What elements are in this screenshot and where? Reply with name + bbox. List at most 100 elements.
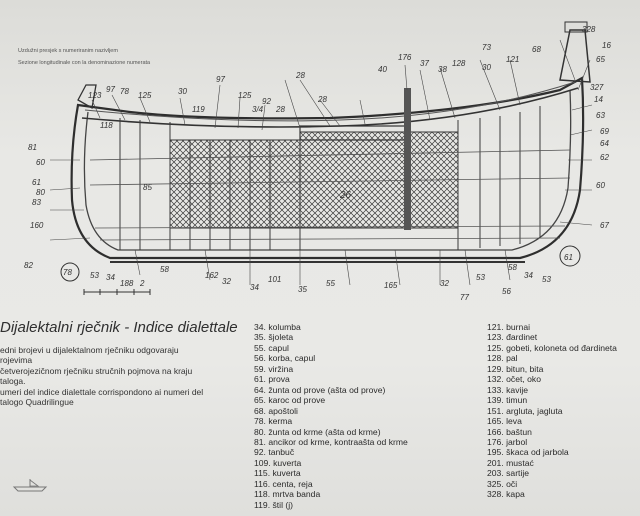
legend-entry: 68. apoštoli <box>254 405 298 416</box>
legend-entry: 115. kuverta <box>254 468 301 479</box>
label-left-61: 61 <box>32 178 41 187</box>
legend-entry: 328. kapa <box>487 489 525 500</box>
intro-line: rojevima <box>0 355 33 366</box>
hull-inner-line <box>83 89 572 251</box>
intro-line: talogo Quadrilingue <box>0 397 74 408</box>
legend-entry: 80. žunta od krme (ašta od krme) <box>254 426 381 437</box>
label-bottom-56: 56 <box>502 287 511 296</box>
deck-line <box>81 87 579 128</box>
label-right-69: 69 <box>600 127 609 136</box>
label-top-78: 78 <box>120 87 129 96</box>
legend-column-middle: 34. kolumba 35. šjoleta 55. capul 56. ko… <box>254 322 408 510</box>
legend-entry: 64. žunta od prove (ašta od prove) <box>254 384 386 395</box>
label-top-40: 40 <box>378 65 387 74</box>
label-left-83: 83 <box>32 198 41 207</box>
bow-post <box>559 29 591 83</box>
drawing-caption-italian: Sezione longitudinale con la denominazio… <box>18 60 151 66</box>
legend-entry: 34. kolumba <box>254 322 301 332</box>
legend-intro: edni brojevi u dijalektalnom rječniku od… <box>0 345 220 407</box>
label-top-97b: 97 <box>216 75 225 84</box>
intro-line: četverojezičnom rječniku stručnih pojmov… <box>0 365 193 376</box>
legend-entry: 325. oči <box>487 478 518 489</box>
legend-entry: 128. pal <box>487 353 518 364</box>
mast <box>404 88 411 230</box>
legend-entry: 121. burnai <box>487 322 531 332</box>
label-right-14: 14 <box>594 95 603 104</box>
label-bottom-34c: 34 <box>524 271 533 280</box>
intro-line: edni brojevi u dijalektalnom rječniku od… <box>0 345 179 355</box>
label-bottom-53b: 53 <box>476 273 485 282</box>
label-top-68: 68 <box>532 45 541 54</box>
gunwale-line <box>84 81 576 122</box>
legend-entry: 139. timun <box>487 395 528 406</box>
label-inner-26: 26 <box>339 190 352 201</box>
scale-bar <box>83 289 151 295</box>
legend-entry: 123. đardinet <box>487 332 538 343</box>
circled-label-stern <box>60 262 80 282</box>
horizontal-stringers <box>89 149 571 241</box>
net-area-center <box>299 131 411 229</box>
legend-entry: 59. viržina <box>254 363 294 374</box>
label-top-328: 328 <box>582 25 596 34</box>
legend-entry: 176. jarbol <box>487 436 528 447</box>
legend-entry: 81. ancikor od krme, kontraašta od krme <box>254 436 408 447</box>
label-right-62: 62 <box>600 153 609 162</box>
stern-post <box>77 84 97 110</box>
label-top-121: 121 <box>506 55 519 64</box>
label-bottom-55: 55 <box>326 279 335 288</box>
label-bottom-77: 77 <box>460 293 469 302</box>
legend-entry: 116. centa, reja <box>254 478 313 489</box>
legend-entry: 92. tanbuč <box>254 447 295 458</box>
legend-entry: 118. mrtva banda <box>254 489 321 500</box>
label-top-34: 3/4 <box>252 105 264 114</box>
label-right-65: 65 <box>596 55 605 64</box>
legend-entry: 165. leva <box>487 416 522 427</box>
label-top-28c: 28 <box>317 95 327 104</box>
legend-entry: 56. korba, capul <box>254 353 316 364</box>
legend-entry: 203. sartije <box>487 468 530 479</box>
legend-entry: 61. prova <box>254 374 290 385</box>
intro-line: umeri del indice dialettale corrispondon… <box>0 386 204 397</box>
label-left-80: 80 <box>36 188 45 197</box>
label-bottom-32a: 32 <box>222 277 231 286</box>
label-left-160: 160 <box>30 221 44 230</box>
label-top-30a: 30 <box>178 87 187 96</box>
legend-entry: 129. bitun, bita <box>487 363 544 374</box>
label-bottom-32b: 32 <box>440 279 449 288</box>
label-bottom-188: 188 <box>120 279 134 288</box>
label-right-327: 327 <box>590 83 604 92</box>
label-top-28b: 28 <box>295 71 305 80</box>
label-left-82: 82 <box>24 261 33 270</box>
legend-entry: 125. gobeti, koloneta od đardineta <box>487 342 617 353</box>
label-left-60: 60 <box>36 158 45 167</box>
legend-entry: 133. kavije <box>487 384 529 395</box>
label-top-125a: 125 <box>138 91 152 100</box>
label-bottom-2: 2 <box>139 279 145 288</box>
label-top-16: 16 <box>602 41 611 50</box>
legend-entry: 119. štil (j) <box>254 499 293 510</box>
label-bottom-101: 101 <box>268 275 281 284</box>
legend-entry: 195. škaca od jarbola <box>487 447 569 458</box>
label-right-63: 63 <box>596 111 605 120</box>
legend-entry: 78. kerma <box>254 416 293 427</box>
label-bottom-34b: 34 <box>250 283 259 292</box>
boat-logo-icon <box>12 479 48 492</box>
label-bottom-58b: 58 <box>508 263 517 272</box>
label-inner-118: 118 <box>100 121 113 130</box>
legend-entry: 166. baštun <box>487 426 532 437</box>
label-bottom-58a: 58 <box>160 265 169 274</box>
bow-cap <box>564 21 588 33</box>
label-bottom-35: 35 <box>298 285 307 294</box>
label-top-73: 73 <box>482 43 491 52</box>
label-bottom-53a: 53 <box>90 271 99 280</box>
legend-entry: 55. capul <box>254 342 289 353</box>
label-top-38: 38 <box>438 65 447 74</box>
label-top-128: 128 <box>452 59 466 68</box>
label-inner-85: 85 <box>143 183 152 192</box>
legend-column-right: 121. burnai 123. đardinet 125. gobeti, k… <box>487 322 617 500</box>
label-right-61: 61 <box>564 253 573 262</box>
legend-title: Dijalektalni rječnik - Indice dialettale <box>0 319 238 336</box>
drawing-caption-croatian: Uzdužni presjek s numeriranim nazivljem <box>18 48 118 54</box>
boat-longitudinal-section-drawing: 123 97 78 125 30 97 119 125 92 3/4 28 28… <box>24 21 611 302</box>
legend-entry: 132. očet, oko <box>487 374 541 385</box>
